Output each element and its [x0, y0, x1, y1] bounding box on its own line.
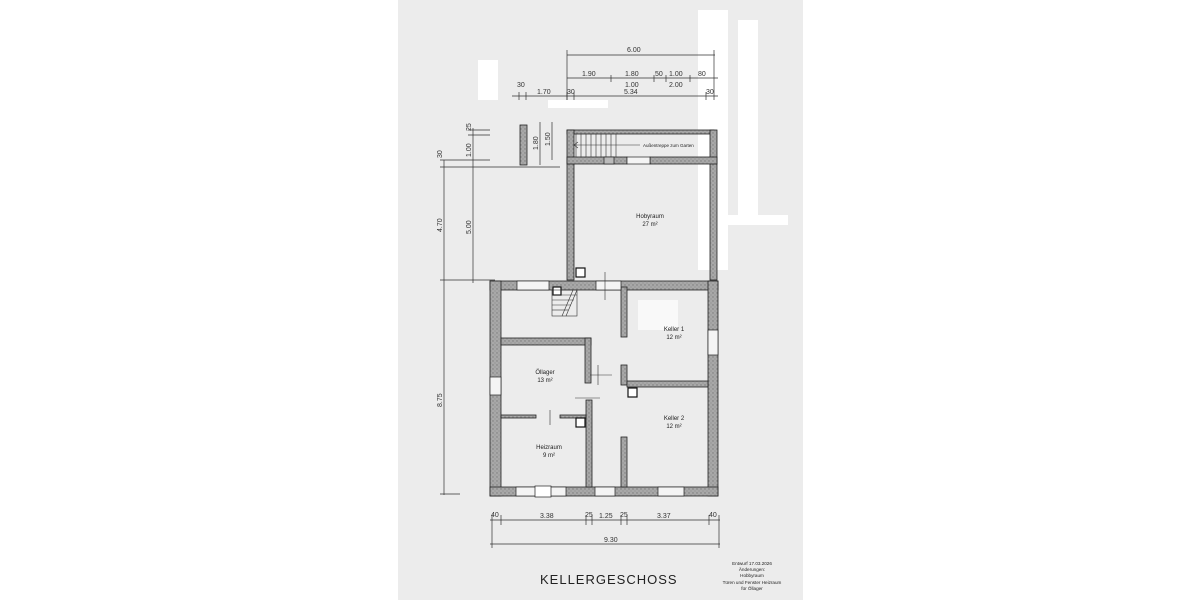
dim-label: 30 [567, 89, 575, 96]
room-area-keller1: 12 m² [666, 335, 681, 341]
note-line: für Öllager [741, 585, 763, 591]
room-name-keller2: Keller 2 [664, 416, 685, 422]
dim-label: 30 [517, 82, 525, 89]
dim-label: 1.25 [599, 513, 613, 520]
room-area-oellager: 13 m² [537, 378, 552, 384]
dim-label: 1.70 [537, 89, 551, 96]
dim-label: 1.80 [533, 136, 540, 150]
room-name-heizraum: Heizraum [536, 445, 562, 451]
dim-top-overall: 6.00 [627, 47, 641, 54]
note-line: Türen und Fenster Heizraum [722, 579, 782, 585]
dimension-lines [440, 50, 720, 548]
dim-label: 5.34 [624, 89, 638, 96]
room-area-heizraum: 9 m² [543, 453, 555, 459]
dim-label: 4.70 [437, 218, 444, 232]
room-area-keller2: 12 m² [666, 424, 681, 430]
dim-label: 2.00 [669, 82, 683, 89]
dim-label: 1.00 [466, 143, 473, 157]
drawing-sheet [398, 0, 803, 600]
dim-label: 8.75 [437, 393, 444, 407]
revision-notes: Entwurf 17.03.2026 Änderungen: Hobbyraum… [712, 561, 792, 592]
dim-label: 25 [620, 512, 628, 519]
dim-label: 9.30 [604, 537, 618, 544]
walls [489, 124, 719, 497]
stair-label: Außentreppe zum Garten [643, 143, 694, 148]
openings [489, 156, 719, 498]
dim-label: 1.90 [582, 71, 596, 78]
note-line: Entwurf 17.03.2026 [732, 561, 772, 566]
room-name-keller1: Keller 1 [664, 327, 685, 333]
dim-label: 3.38 [540, 513, 554, 520]
dimension-labels: 6.00 1.90 1.80 50 1.00 80 1.00 2.00 30 1… [437, 47, 717, 544]
room-labels: Hobyraum 27 m² Keller 1 12 m² Öllager 13… [535, 214, 685, 459]
dim-label: 1.80 [625, 71, 639, 78]
interior-stair [551, 289, 578, 317]
exterior-stair [573, 134, 640, 157]
drawing-title: KELLERGESCHOSS [540, 572, 678, 587]
dim-label: 1.00 [625, 82, 639, 89]
dim-label: 50 [655, 71, 663, 78]
room-name-oellager: Öllager [535, 369, 554, 376]
note-line: Änderungen: [738, 567, 766, 573]
room-name-hobbyraum: Hobyraum [636, 214, 664, 220]
dim-label: 30 [706, 89, 714, 96]
dim-label: 40 [491, 512, 499, 519]
door-marks [549, 272, 612, 425]
dim-label: 80 [698, 71, 706, 78]
dim-label: 3.37 [657, 513, 671, 520]
dim-label: 25 [585, 512, 593, 519]
note-line: Hobbyraum [740, 573, 764, 579]
dim-label: 30 [437, 150, 444, 158]
dim-label: 1.50 [545, 132, 552, 146]
dim-label: 25 [466, 123, 473, 131]
room-area-hobbyraum: 27 m² [642, 222, 657, 228]
dim-label: 5.00 [466, 220, 473, 234]
dim-label: 40 [709, 512, 717, 519]
dim-label: 1.00 [669, 71, 683, 78]
